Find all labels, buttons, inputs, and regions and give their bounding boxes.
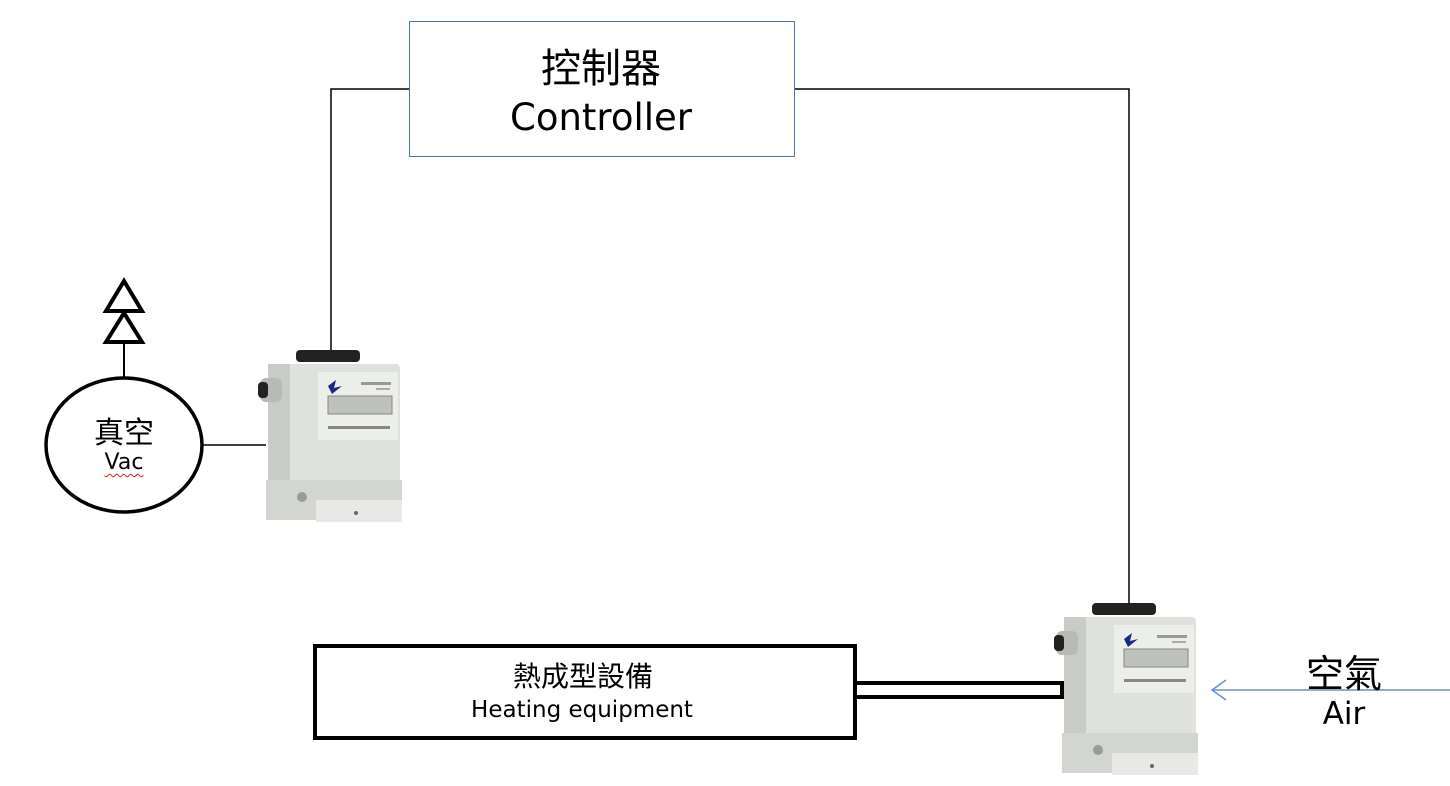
heating-label-en: Heating equipment (471, 697, 693, 723)
wire-controller-to-vac-regulator (330, 88, 409, 352)
pipe-heating-to-regulator (850, 681, 1064, 699)
air-label-zh: 空氣 (1305, 652, 1383, 696)
vacuum-label-en: Vac (104, 450, 144, 475)
air-regulator-device-icon (1053, 602, 1199, 776)
controller-box (409, 21, 795, 157)
air-label-en: Air (1322, 696, 1366, 732)
wire-controller-to-air-regulator (795, 88, 1130, 604)
controller-label-zh: 控制器 (541, 46, 661, 92)
heating-equipment-box (313, 644, 857, 740)
vacuum-pump-symbol-icon (44, 277, 204, 514)
vacuum-label-zh: 真空 (94, 416, 154, 451)
heating-label-zh: 熱成型設備 (512, 660, 654, 693)
controller-label-en: Controller (509, 96, 693, 139)
air-flow-arrow-icon (1210, 679, 1450, 701)
vacuum-regulator-device-icon (257, 349, 403, 523)
